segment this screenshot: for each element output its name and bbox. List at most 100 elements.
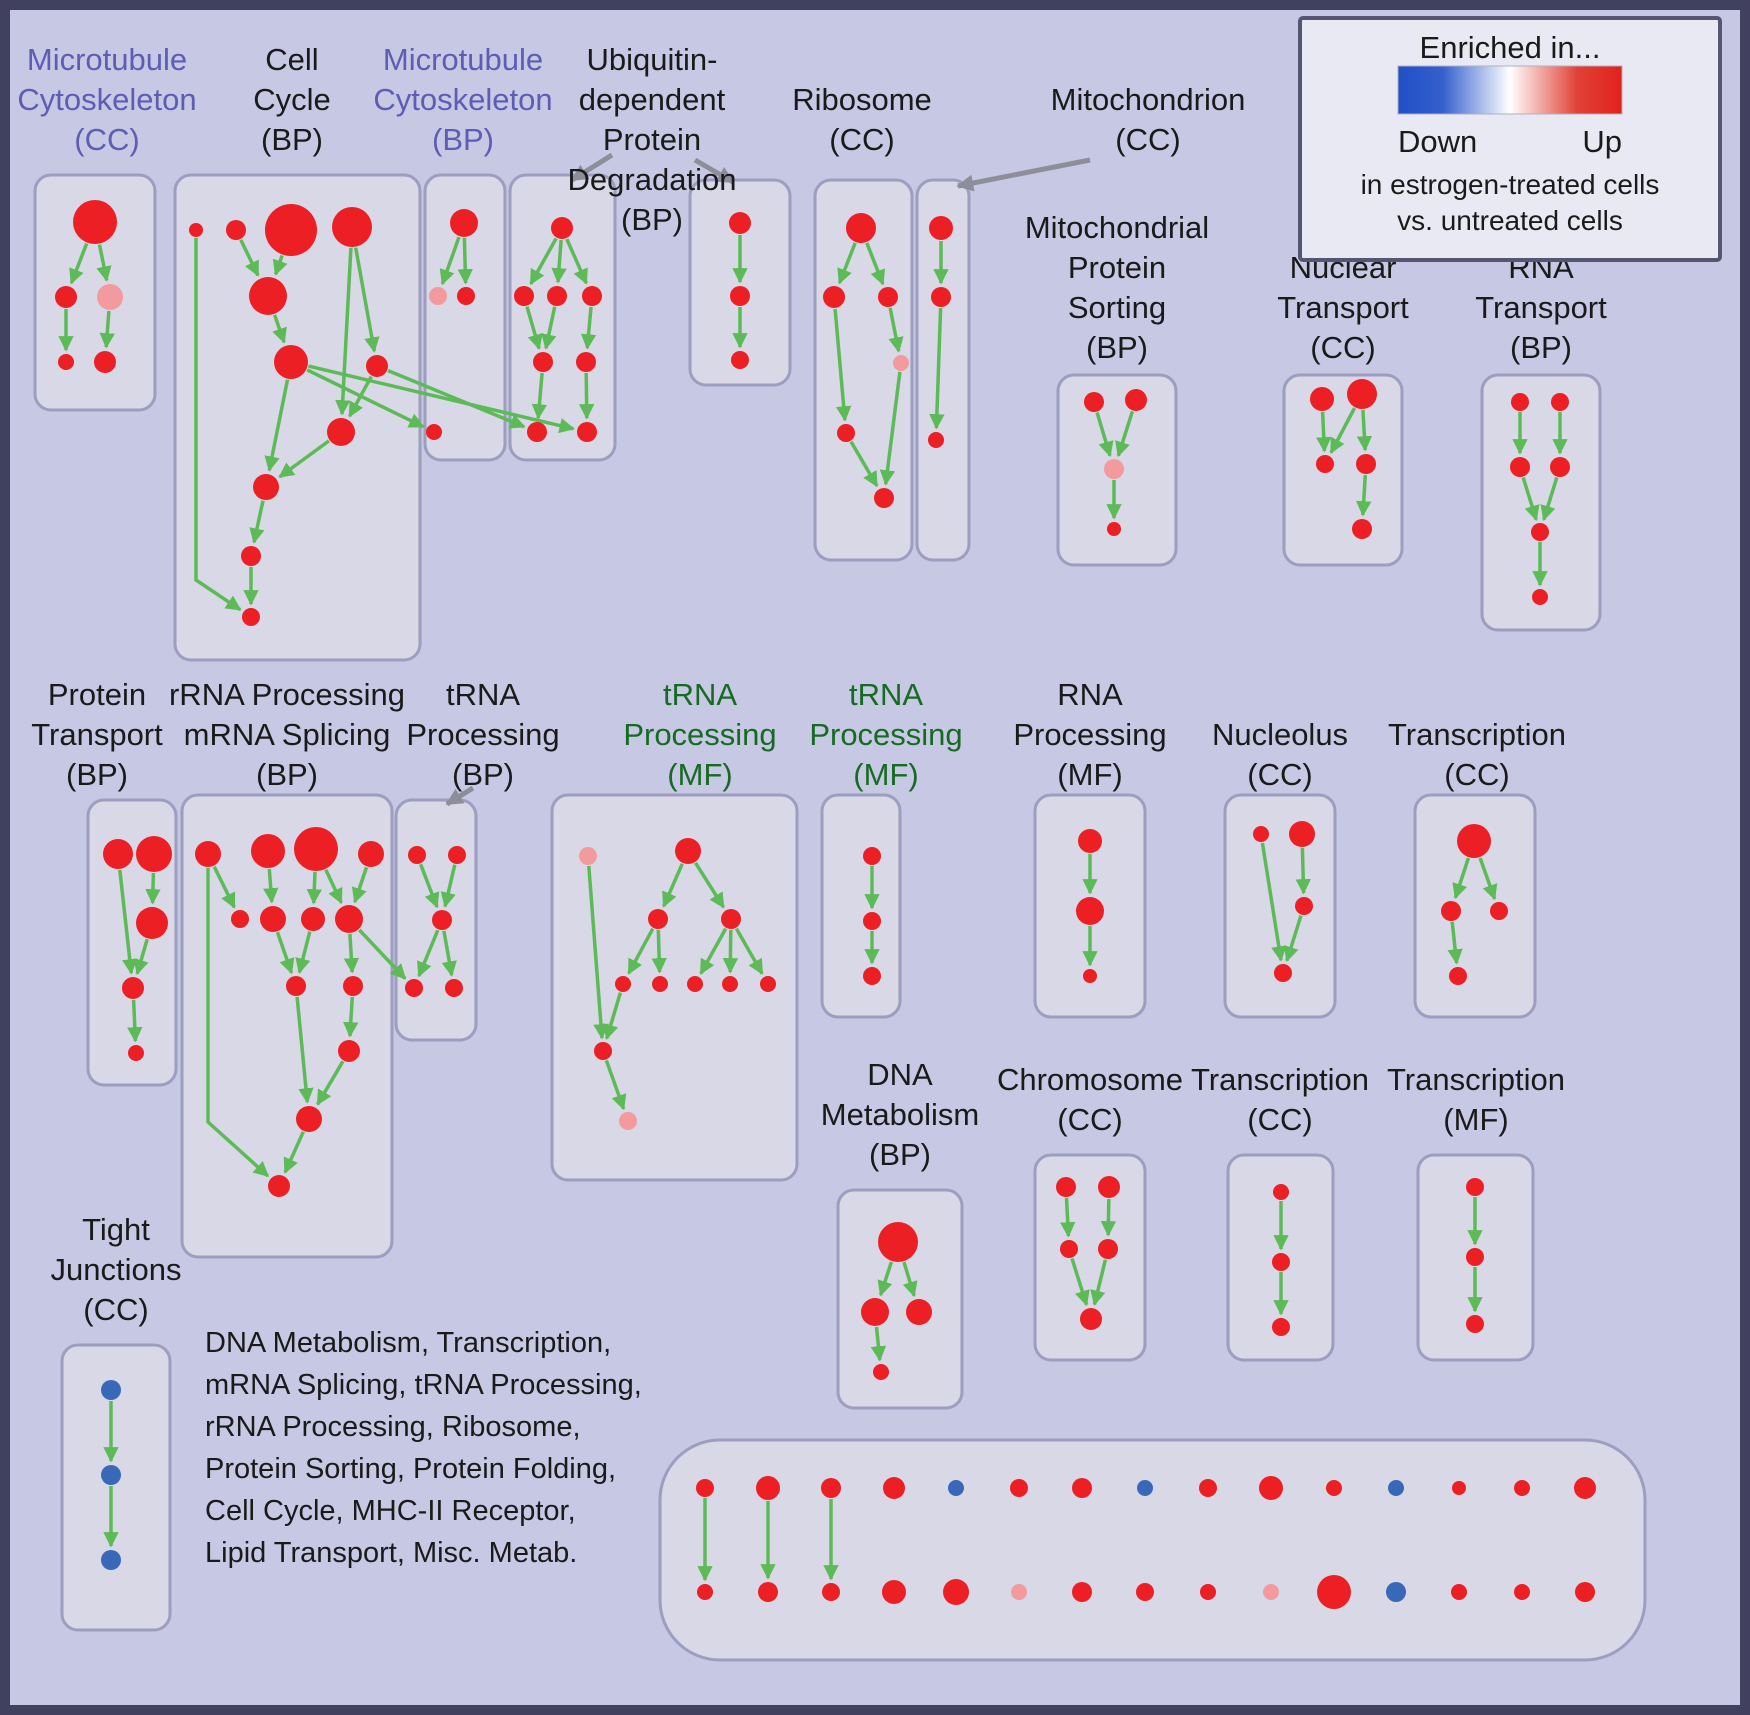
relation-arrow xyxy=(837,242,857,285)
go-term-node-red xyxy=(1060,1240,1078,1258)
go-term-node-red xyxy=(136,907,168,939)
relation-arrow xyxy=(578,372,595,420)
relation-arrow xyxy=(627,927,655,975)
go-term-node-red xyxy=(837,424,855,442)
cluster-label-line: (MF) xyxy=(853,757,918,792)
go-term-node-red xyxy=(1356,454,1376,474)
go-term-node-red xyxy=(687,976,703,992)
go-term-node-red xyxy=(1449,967,1467,985)
relation-arrow xyxy=(1060,1197,1076,1238)
go-term-node-red xyxy=(1316,455,1334,473)
go-term-node-red xyxy=(122,977,144,999)
go-term-node-red xyxy=(576,352,596,372)
cluster-label-line: (BP) xyxy=(432,122,494,157)
go-term-node-red xyxy=(335,905,363,933)
cluster-label-line: dependent xyxy=(579,82,726,117)
go-term-node-red xyxy=(1511,393,1529,411)
go-term-node-red xyxy=(327,418,355,446)
go-term-node-red xyxy=(756,1476,780,1500)
go-term-node-red xyxy=(1072,1582,1092,1602)
go-term-node-red xyxy=(863,847,881,865)
relation-arrow xyxy=(272,314,287,344)
relation-arrow xyxy=(249,500,265,544)
cluster-label-line: Processing xyxy=(1013,717,1166,752)
cluster-label-line: (BP) xyxy=(1510,330,1572,365)
go-term-node-red xyxy=(1083,969,1097,983)
cluster-label-line: Chromosome xyxy=(997,1062,1183,1097)
cluster-label-line: Ubiquitin- xyxy=(587,42,718,77)
go-term-node-red xyxy=(1273,1184,1289,1200)
go-term-node-red xyxy=(294,827,338,871)
relation-arrow xyxy=(358,928,407,980)
go-term-node-red xyxy=(1136,1583,1154,1601)
relation-arrow xyxy=(529,237,558,286)
cluster-label-line: (CC) xyxy=(1057,1102,1122,1137)
relation-arrow xyxy=(263,868,279,904)
cluster-label-line: (CC) xyxy=(829,122,894,157)
cluster-label-line: tRNA xyxy=(849,677,923,712)
cluster-label-transcription-cc-middle: Transcription(CC) xyxy=(1388,717,1566,792)
go-term-node-red xyxy=(1310,387,1334,411)
go-term-node-red xyxy=(268,1175,290,1197)
relation-arrow xyxy=(849,440,879,488)
go-term-node-red xyxy=(928,432,944,448)
cluster-box-chromosome-cc xyxy=(1033,1153,1147,1362)
cluster-label-line: (MF) xyxy=(1443,1102,1508,1137)
relation-arrow xyxy=(133,938,149,976)
relation-arrow xyxy=(694,861,725,909)
relation-arrow xyxy=(603,992,623,1040)
edges-layer xyxy=(58,235,1568,1582)
go-term-node-red xyxy=(582,286,602,306)
go-term-node-red xyxy=(874,488,894,508)
go-term-node-red xyxy=(882,1580,906,1604)
go-term-node-red xyxy=(1072,1478,1092,1498)
misc-clusters-text-line: Protein Sorting, Protein Folding, xyxy=(205,1453,616,1485)
go-term-node-blue xyxy=(101,1550,121,1570)
go-term-node-red xyxy=(1259,1476,1283,1500)
go-term-node-red xyxy=(823,286,845,308)
cluster-label-line: (CC) xyxy=(1310,330,1375,365)
go-term-node-red xyxy=(1574,1477,1596,1499)
go-term-node-red xyxy=(445,979,463,997)
go-term-node-red xyxy=(1078,829,1102,853)
go-term-node-red xyxy=(929,216,953,240)
go-term-node-red xyxy=(1466,1315,1484,1333)
go-term-node-red xyxy=(1289,821,1315,847)
go-term-node-red xyxy=(1510,457,1530,477)
go-term-node-red xyxy=(758,1582,778,1602)
relation-arrow xyxy=(879,371,902,486)
cluster-label-line: (BP) xyxy=(256,757,318,792)
cluster-label-line: Cell xyxy=(265,42,318,77)
relation-arrow xyxy=(1100,1198,1117,1237)
cluster-label-line: Microtubule xyxy=(27,42,187,77)
go-term-node-pink xyxy=(1263,1584,1279,1600)
relation-arrow xyxy=(295,931,312,974)
go-term-node-red xyxy=(1076,897,1104,925)
go-term-node-red xyxy=(1532,589,1548,605)
cluster-label-line: (CC) xyxy=(74,122,139,157)
go-term-node-red xyxy=(878,287,898,307)
cluster-label-line: Junctions xyxy=(51,1252,182,1287)
go-term-node-blue xyxy=(948,1480,964,1496)
go-term-node-red xyxy=(1531,523,1549,541)
cluster-boxes-layer xyxy=(33,173,1647,1662)
cluster-label-line: Nucleolus xyxy=(1212,717,1348,752)
go-term-node-red xyxy=(1457,824,1491,858)
cluster-label-line: Sorting xyxy=(1068,290,1166,325)
go-term-node-pink xyxy=(97,284,123,310)
misc-clusters-text-line: Cell Cycle, MHC-II Receptor, xyxy=(205,1495,576,1527)
relation-arrow xyxy=(1090,1259,1108,1306)
legend-up-label: Up xyxy=(1582,124,1622,159)
cluster-label-line: (CC) xyxy=(1247,757,1312,792)
cluster-label-line: (BP) xyxy=(66,757,128,792)
go-term-node-red xyxy=(931,287,951,307)
misc-clusters-text-line: rRNA Processing, Ribosome, xyxy=(205,1411,581,1443)
go-term-node-red xyxy=(615,976,631,992)
